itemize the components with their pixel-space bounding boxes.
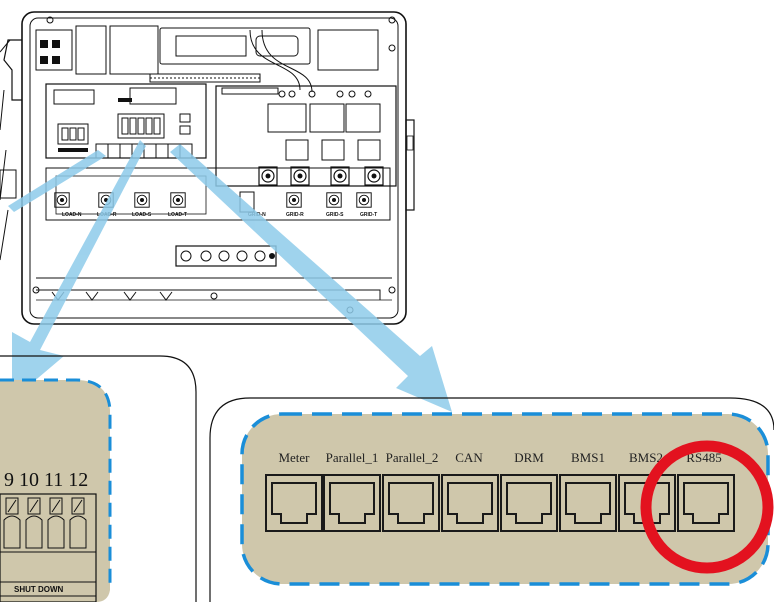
port-label-bms1: BMS1 — [571, 450, 605, 465]
terminal-label-load-s: LOAD-S — [132, 212, 152, 218]
arrow-to-comm-ports — [170, 144, 452, 412]
terminal-block-callout: 9 10 11 12 SHUT DOWN — [0, 355, 197, 602]
inverter-chassis — [0, 11, 415, 325]
port-label-can: CAN — [455, 450, 483, 465]
port-can[interactable]: CAN — [441, 450, 499, 532]
port-label-rs485: RS485 — [686, 450, 721, 465]
terminal-screws — [0, 497, 96, 597]
port-bms1[interactable]: BMS1 — [559, 450, 617, 532]
port-label-bms2: BMS2 — [629, 450, 663, 465]
port-label-parallel-1: Parallel_1 — [326, 450, 379, 465]
terminal-numbers: 9 10 11 12 — [4, 469, 88, 491]
port-label-parallel-2: Parallel_2 — [386, 450, 439, 465]
port-bms2[interactable]: BMS2 — [618, 450, 676, 532]
port-drm[interactable]: DRM — [500, 450, 558, 532]
port-parallel-2[interactable]: Parallel_2 — [382, 450, 440, 532]
arrow-to-terminal-block — [8, 150, 106, 212]
terminal-label-load-n: LOAD-N — [62, 212, 82, 218]
port-meter[interactable]: Meter — [265, 450, 323, 532]
port-parallel-1[interactable]: Parallel_1 — [323, 450, 381, 532]
arrow-to-terminal-detail — [12, 140, 146, 400]
rs485-highlight-circle — [640, 440, 774, 574]
port-label-meter: Meter — [278, 450, 310, 465]
comm-ports: Meter Parallel_1 Parallel_2 CAN DRM BMS1… — [265, 450, 735, 532]
terminal-label-grid-s: GRID-S — [326, 212, 344, 218]
port-label-drm: DRM — [514, 450, 544, 465]
shutdown-label: SHUT DOWN — [14, 585, 64, 594]
port-rs485[interactable]: RS485 — [677, 450, 735, 532]
terminal-label-grid-r: GRID-R — [286, 212, 304, 218]
terminal-label-load-t: LOAD-T — [168, 212, 187, 218]
terminal-label-grid-t: GRID-T — [360, 212, 377, 218]
callout-arrows — [8, 140, 452, 412]
